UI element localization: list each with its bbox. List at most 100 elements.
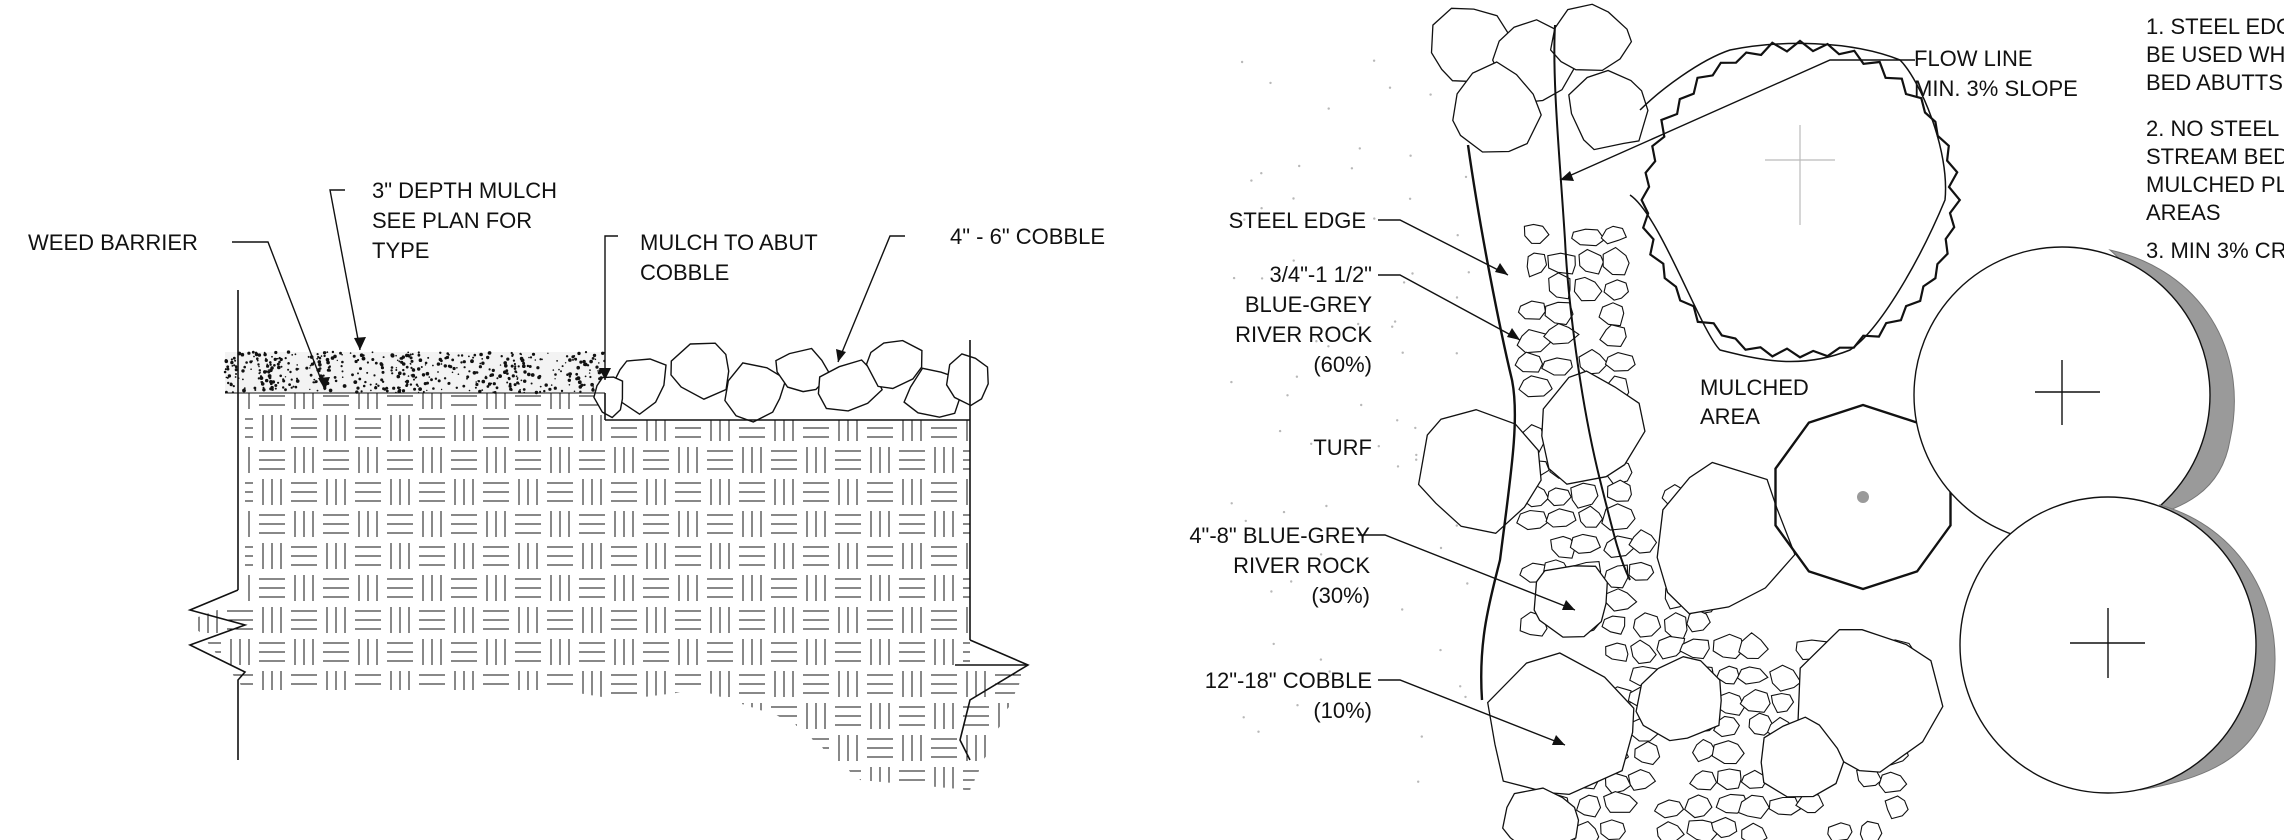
mulch-speck — [582, 359, 586, 364]
soil-hatch-cell — [739, 546, 765, 566]
mulch-speck — [460, 361, 463, 364]
soil-hatch-cell — [419, 674, 445, 694]
mulch-speck — [265, 378, 269, 383]
soil-hatch-cell — [451, 642, 477, 662]
turf-dot — [1278, 429, 1282, 433]
mulch-speck — [530, 382, 533, 385]
mulch-speck — [536, 366, 540, 370]
mulch-speck — [257, 353, 262, 357]
soil-hatch-cell — [486, 703, 506, 729]
river-rock-large — [1452, 61, 1542, 153]
soil-hatch-cell — [451, 450, 477, 470]
river-rock-small — [1571, 228, 1606, 247]
soil-hatch-cell — [259, 706, 285, 726]
mulch-speck — [574, 357, 578, 361]
mulch-speck — [517, 365, 520, 368]
soil-hatch-cell — [391, 799, 409, 825]
soil-hatch-cell — [227, 546, 253, 566]
soil-hatch-cell — [515, 395, 541, 406]
mulch-speck — [339, 351, 342, 355]
soil-hatch-cell — [899, 578, 925, 598]
soil-hatch-cell — [454, 415, 474, 441]
mulch-speck — [234, 368, 238, 372]
soil-hatch-cell — [774, 607, 794, 633]
mulch-speck — [267, 369, 270, 371]
river-rock-small — [1712, 633, 1746, 660]
mulch-speck — [413, 378, 415, 381]
soil-hatch-cell — [582, 543, 602, 569]
mulch-speck — [400, 357, 404, 360]
soil-hatch-cell — [934, 575, 954, 601]
cobble-stone — [670, 342, 730, 400]
mulch-speck — [360, 390, 363, 393]
mulch-speck — [560, 370, 562, 373]
soil-hatch-cell — [355, 482, 381, 502]
steel-edge-label: STEEL EDGE — [1229, 208, 1366, 233]
mulch-speck — [589, 369, 591, 371]
mulch-speck — [552, 369, 555, 371]
river-rock-small — [1604, 352, 1636, 372]
soil-hatch-cell — [835, 642, 861, 662]
soil-hatch-cell — [643, 770, 669, 790]
mulch-speck — [519, 388, 521, 391]
soil-hatch-cell — [931, 610, 957, 630]
soil-hatch-cell — [774, 671, 794, 697]
mulch-speck — [475, 371, 479, 374]
soil-hatch-cell — [838, 671, 858, 697]
mulch-speck — [547, 352, 549, 354]
river-rock-small — [1547, 252, 1576, 275]
soil-hatch-cell — [803, 738, 829, 758]
mulch-speck — [496, 377, 499, 380]
soil-hatch-cell — [931, 803, 957, 821]
soil-hatch-cell — [675, 482, 701, 502]
soil-hatch-cell — [835, 514, 861, 534]
turf-dot — [1420, 735, 1424, 738]
mulch-speck — [292, 385, 295, 388]
soil-hatch-cell — [839, 799, 857, 825]
mulch-speck — [309, 388, 311, 391]
mulch-speck — [318, 356, 322, 360]
mulch-speck — [437, 371, 439, 373]
mulch-speck — [411, 353, 414, 356]
mulch-speck — [468, 389, 471, 392]
mulch-speck — [286, 350, 291, 354]
soil-hatch-cell — [547, 546, 573, 566]
note-2-line-4: AREAS — [2146, 200, 2221, 225]
turf-dot — [1292, 197, 1295, 200]
mulch-speck — [446, 352, 450, 355]
soil-hatch-cell — [646, 671, 666, 697]
soil-hatch-cell — [230, 511, 250, 537]
soil-hatch-cell — [742, 511, 762, 537]
soil-hatch-cell — [678, 447, 698, 473]
mulch-speck — [230, 358, 233, 361]
soil-hatch-cell — [198, 607, 218, 633]
soil-hatch-cell — [263, 799, 281, 825]
cobble-stone — [593, 376, 624, 419]
soil-hatch-cell — [771, 450, 797, 470]
soil-hatch-cell — [1027, 395, 1028, 406]
turf-dot — [1315, 340, 1318, 343]
mulch-speck — [277, 381, 280, 384]
mulch-speck — [456, 367, 458, 369]
mulch-speck — [544, 383, 548, 387]
soil-hatch-cell — [259, 578, 285, 598]
mulch-speck — [475, 381, 478, 383]
mulch-speck — [478, 365, 482, 369]
soil-hatch-cell — [611, 803, 637, 821]
soil-hatch-cell — [195, 450, 221, 470]
mulch-speck — [424, 364, 427, 366]
river-rock-small — [1600, 225, 1628, 245]
turf-dot — [1388, 86, 1392, 89]
mulch-speck — [509, 387, 513, 391]
mulch-speck — [269, 361, 272, 364]
soil-hatch-cell — [451, 770, 477, 790]
soil-hatch-cell — [582, 415, 602, 441]
turf-dot — [1325, 504, 1328, 508]
soil-hatch-cell — [486, 767, 506, 790]
mulch-speck — [232, 385, 235, 388]
soil-hatch-cell — [902, 479, 922, 505]
turf-dot — [1455, 352, 1459, 355]
mulch-speck — [554, 378, 556, 380]
soil-hatch-cell — [739, 674, 765, 694]
turf-dot — [1466, 582, 1469, 585]
